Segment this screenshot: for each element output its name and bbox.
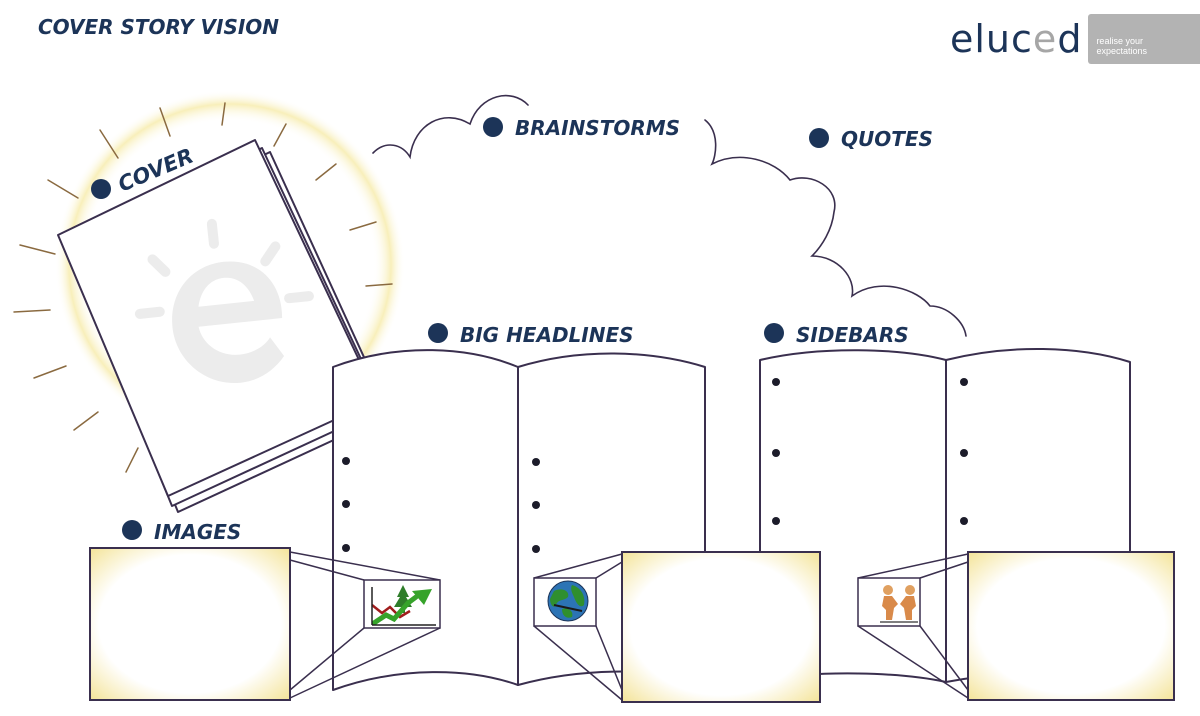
cover-rays (13, 102, 393, 473)
logo-wordmark-highlight: e (1032, 17, 1058, 61)
image-frame-1 (89, 547, 291, 701)
logo-tagline: realise your expectations (1088, 14, 1200, 64)
image-frame-2 (621, 551, 821, 703)
headlines-holes (342, 457, 540, 553)
logo-wordmark-start: eluc (950, 17, 1033, 61)
cover-booklet (57, 139, 391, 513)
images-label: IMAGES (154, 520, 241, 544)
logo-wordmark-end: d (1057, 17, 1083, 61)
big-headlines-bullet (428, 323, 448, 343)
page-title: COVER STORY VISION (38, 15, 279, 39)
tagline-line-2: expectations (1096, 46, 1147, 56)
cover-bullet (91, 179, 111, 199)
brainstorms-label: BRAINSTORMS (515, 116, 680, 140)
globe-icon (547, 580, 589, 622)
brainstorm-cloud (372, 94, 967, 337)
images-bullet (122, 520, 142, 540)
handshake-icon (880, 585, 918, 623)
big-headlines-label: BIG HEADLINES (460, 323, 634, 347)
sidebars-bullet (764, 323, 784, 343)
logo-wordmark: eluced (950, 10, 1082, 68)
sidebars-holes (772, 378, 968, 525)
lightbulb-e-watermark-icon (134, 218, 314, 383)
quotes-label: QUOTES (841, 127, 933, 151)
tagline-line-1: realise your (1096, 36, 1143, 46)
eluced-logo: eluced realise your expectations (950, 10, 1200, 68)
sidebars-label: SIDEBARS (796, 323, 909, 347)
brainstorms-bullet (483, 117, 503, 137)
image-frame-3 (967, 551, 1175, 701)
growth-chart-icon (371, 585, 436, 626)
quotes-bullet (809, 128, 829, 148)
